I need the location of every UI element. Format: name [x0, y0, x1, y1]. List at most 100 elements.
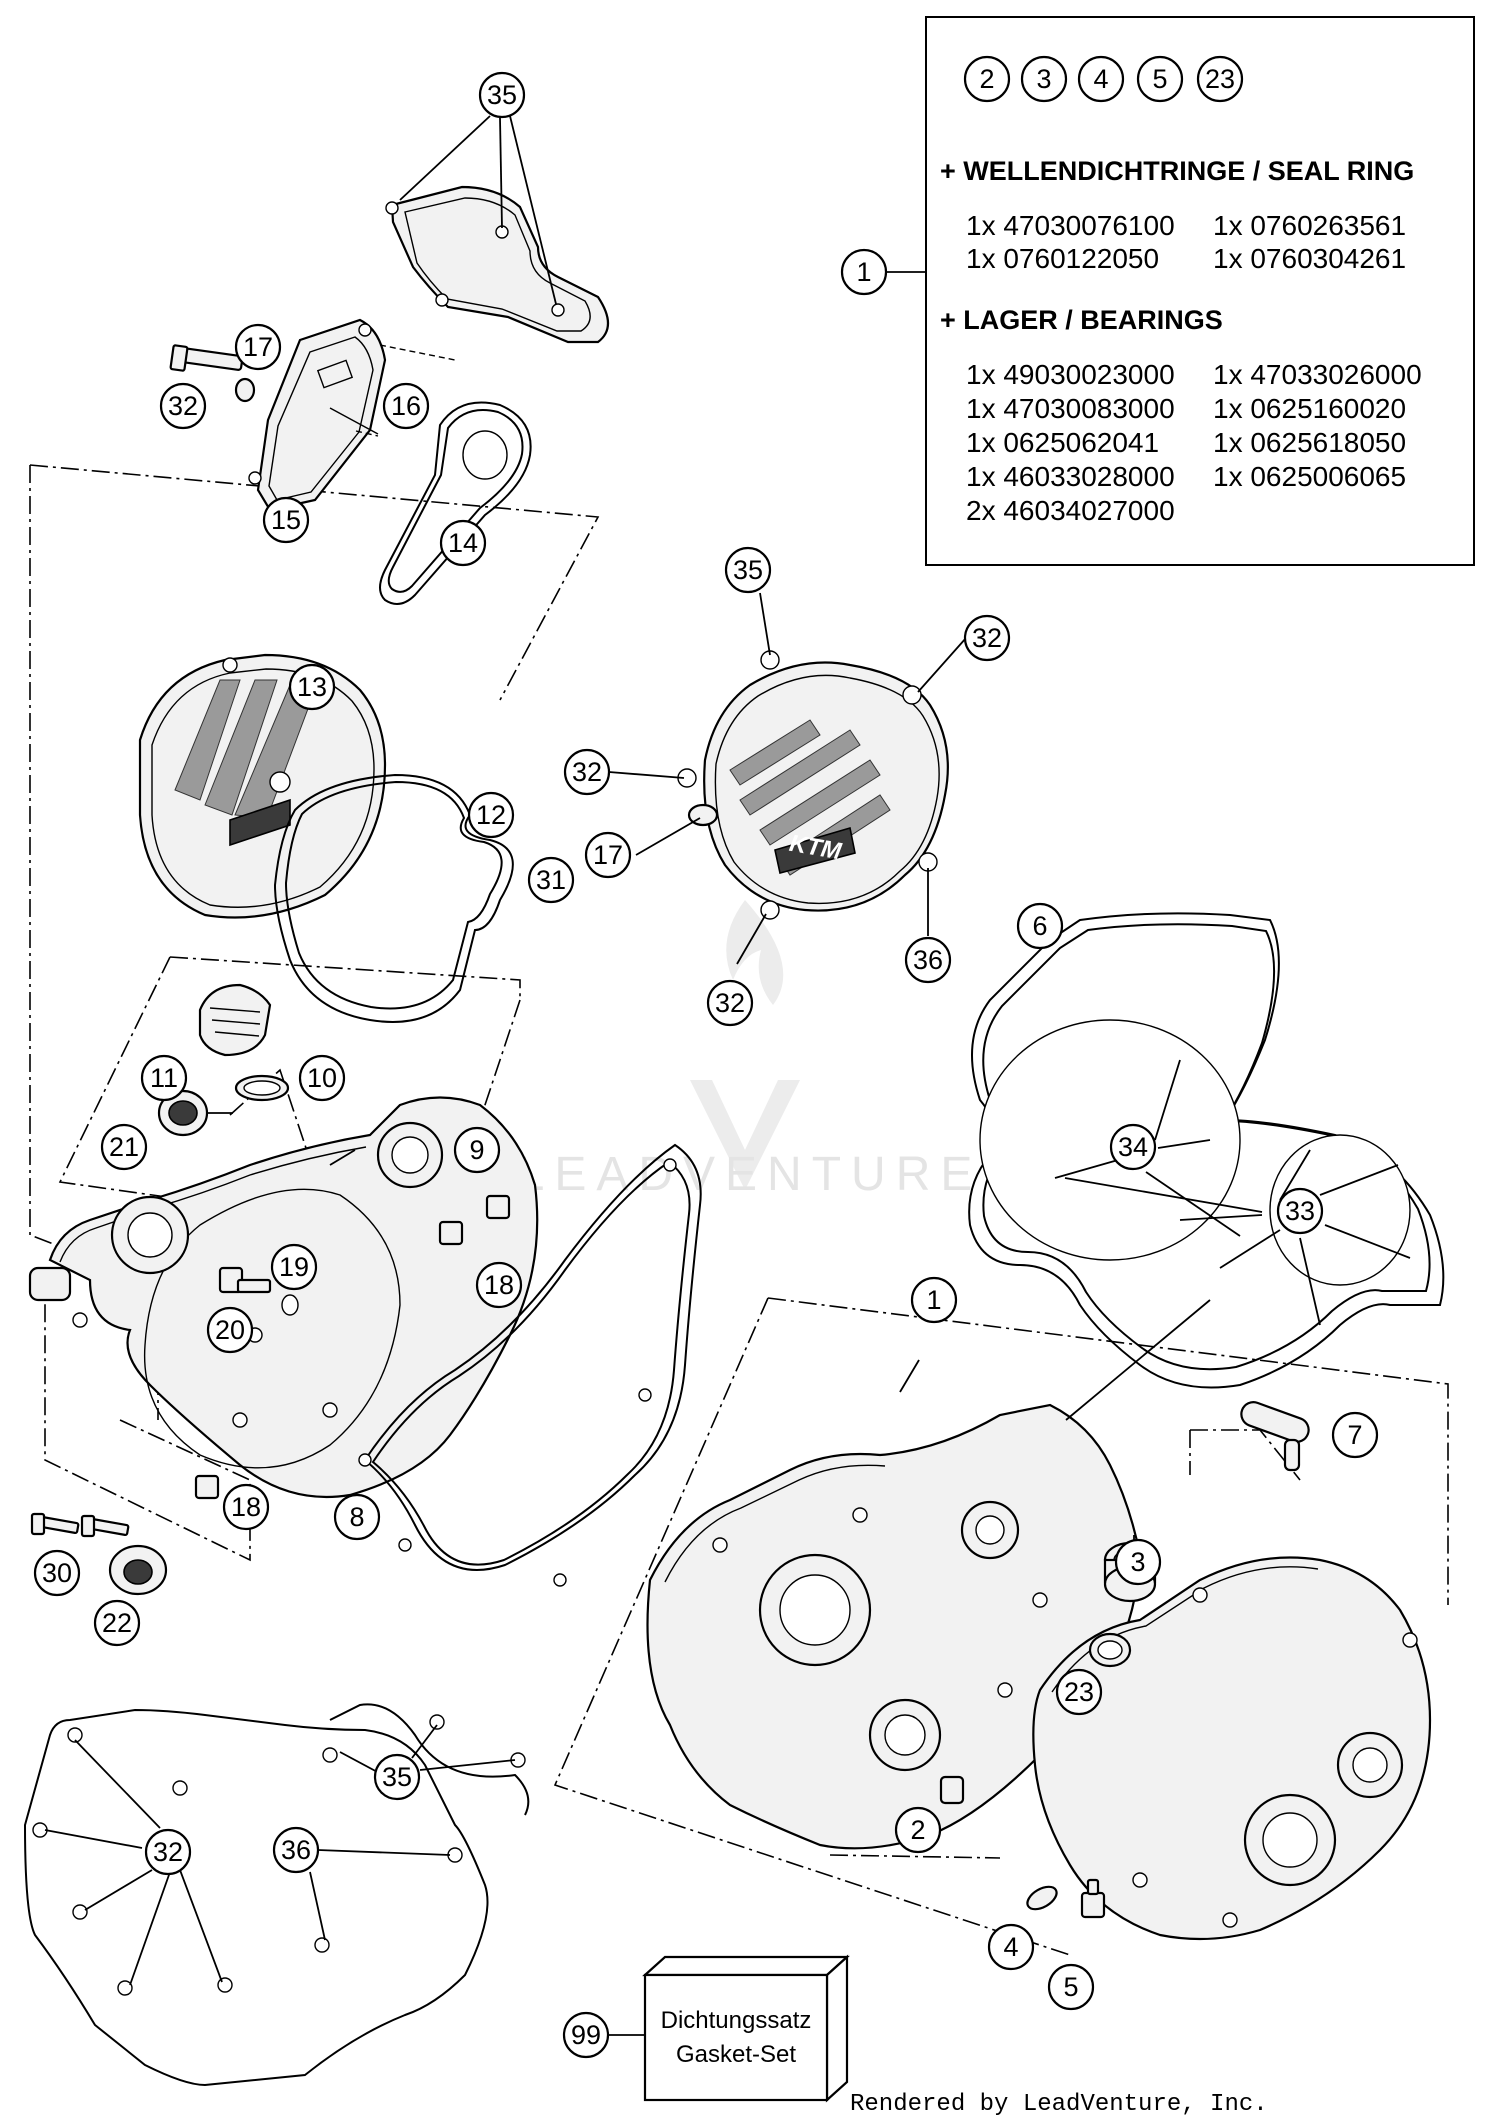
- callout-10: 10: [298, 1054, 346, 1102]
- callout-34: 34: [1109, 1123, 1157, 1171]
- seal-item: 1x 47030076100: [966, 210, 1175, 241]
- bearing-item: 1x 0625160020: [1213, 393, 1406, 424]
- svg-text:23: 23: [1064, 1677, 1094, 1707]
- svg-text:2: 2: [910, 1815, 925, 1845]
- callout-1-crankcase: 1: [910, 1276, 958, 1324]
- seal-item: 1x 0760263561: [1213, 210, 1406, 241]
- callout-14: 14: [439, 519, 487, 567]
- callouts: 35 17 32 16 15 14 13 12 11 10 9 21 18 19…: [33, 71, 1379, 2059]
- bearing-item: 1x 49030023000: [966, 359, 1175, 390]
- rendered-by-credit: Rendered by LeadVenture, Inc.: [850, 2091, 1268, 2118]
- screws-30: [30, 1512, 130, 1538]
- dowel-sleeves: [194, 1194, 511, 1500]
- callout-15: 15: [262, 496, 310, 544]
- svg-text:12: 12: [476, 800, 506, 830]
- svg-text:35: 35: [382, 1762, 412, 1792]
- legend-ref-3: 3: [1020, 55, 1068, 103]
- callout-32-cover-b: 32: [563, 748, 611, 796]
- svg-text:34: 34: [1118, 1132, 1148, 1162]
- svg-text:4: 4: [1003, 1932, 1018, 1962]
- svg-text:6: 6: [1032, 911, 1047, 941]
- callout-30: 30: [33, 1549, 81, 1597]
- svg-text:32: 32: [972, 623, 1002, 653]
- bearing-item: 1x 0625062041: [966, 427, 1159, 458]
- gasket-kit-line2: Gasket-Set: [676, 2041, 796, 2068]
- svg-text:15: 15: [271, 505, 301, 535]
- legend-panel: 2 3 4 5 23 + WELLENDICHTRINGE / SEAL RIN…: [840, 16, 1475, 566]
- svg-text:30: 30: [42, 1558, 72, 1588]
- seal-item: 1x 0760304261: [1213, 243, 1406, 274]
- leadventure-watermark: LEADVENTURE: [518, 900, 983, 1201]
- callout-36-gasket: 36: [272, 1826, 320, 1874]
- callout-31: 31: [527, 856, 575, 904]
- inner-cover-gasket: [358, 1143, 702, 1587]
- svg-text:36: 36: [913, 945, 943, 975]
- callout-19: 19: [270, 1243, 318, 1291]
- svg-text:33: 33: [1285, 1196, 1315, 1226]
- callout-17-cover: 17: [584, 831, 632, 879]
- svg-text:5: 5: [1063, 1972, 1078, 2002]
- callout-32-cover-c: 32: [706, 979, 754, 1027]
- callout-11: 11: [140, 1054, 188, 1102]
- callout-20: 20: [206, 1306, 254, 1354]
- svg-text:9: 9: [469, 1135, 484, 1165]
- svg-text:3: 3: [1036, 64, 1051, 94]
- callout-36-cover: 36: [904, 936, 952, 984]
- bearing-item: 2x 46034027000: [966, 495, 1175, 526]
- callout-18-a: 18: [475, 1261, 523, 1309]
- callout-17-top: 17: [234, 323, 282, 371]
- svg-text:35: 35: [733, 555, 763, 585]
- svg-text:4: 4: [1093, 64, 1108, 94]
- callout-21: 21: [100, 1123, 148, 1171]
- svg-text:7: 7: [1347, 1420, 1362, 1450]
- oil-screen-plug-20: [218, 1266, 299, 1316]
- svg-text:23: 23: [1205, 64, 1235, 94]
- svg-text:13: 13: [297, 672, 327, 702]
- callout-2: 2: [894, 1806, 942, 1854]
- callout-33: 33: [1276, 1187, 1324, 1235]
- callout-23: 23: [1055, 1668, 1103, 1716]
- svg-text:1: 1: [926, 1285, 941, 1315]
- crankcase-right-half: [1032, 1556, 1432, 1941]
- callout-9: 9: [453, 1126, 501, 1174]
- legend-callout-1: 1: [840, 248, 888, 296]
- callout-8: 8: [333, 1493, 381, 1541]
- svg-text:21: 21: [109, 1132, 139, 1162]
- clutch-cover-outer-gasket: [23, 1703, 530, 2087]
- callout-7: 7: [1331, 1411, 1379, 1459]
- svg-text:22: 22: [102, 1608, 132, 1638]
- bearing-item: 1x 0625006065: [1213, 461, 1406, 492]
- svg-text:32: 32: [153, 1837, 183, 1867]
- clutch-cover-gasket: [273, 773, 514, 1023]
- oil-filler-plug: [198, 983, 290, 1102]
- legend-ref-5: 5: [1136, 55, 1184, 103]
- seal-4: [1026, 1885, 1058, 1911]
- svg-text:17: 17: [593, 840, 623, 870]
- svg-text:32: 32: [168, 391, 198, 421]
- water-pump-cover-gasket: [385, 185, 610, 344]
- legend-box: [925, 16, 1475, 566]
- svg-text:10: 10: [307, 1063, 337, 1093]
- callout-22: 22: [93, 1599, 141, 1647]
- svg-text:36: 36: [281, 1835, 311, 1865]
- seal-heading: + WELLENDICHTRINGE / SEAL RING: [940, 156, 1414, 186]
- svg-text:18: 18: [484, 1270, 514, 1300]
- callout-35-gasket: 35: [373, 1753, 421, 1801]
- svg-text:32: 32: [572, 757, 602, 787]
- callout-16: 16: [382, 382, 430, 430]
- water-pump-cover: [248, 318, 387, 512]
- lock-pin-7: [1240, 1401, 1310, 1472]
- svg-text:18: 18: [231, 1492, 261, 1522]
- seal-item: 1x 0760122050: [966, 243, 1159, 274]
- bearing-item: 1x 46033028000: [966, 461, 1175, 492]
- legend-ref-23: 23: [1196, 55, 1244, 103]
- bearing-heading: + LAGER / BEARINGS: [940, 305, 1223, 335]
- dowel-pins: [329, 344, 456, 437]
- legend-ref-4: 4: [1077, 55, 1125, 103]
- callout-35-top: 35: [478, 71, 526, 119]
- callout-18-b: 18: [222, 1483, 270, 1531]
- callout-5: 5: [1047, 1963, 1095, 2011]
- watermark-text: LEADVENTURE: [518, 1148, 983, 1201]
- svg-text:1: 1: [856, 257, 871, 287]
